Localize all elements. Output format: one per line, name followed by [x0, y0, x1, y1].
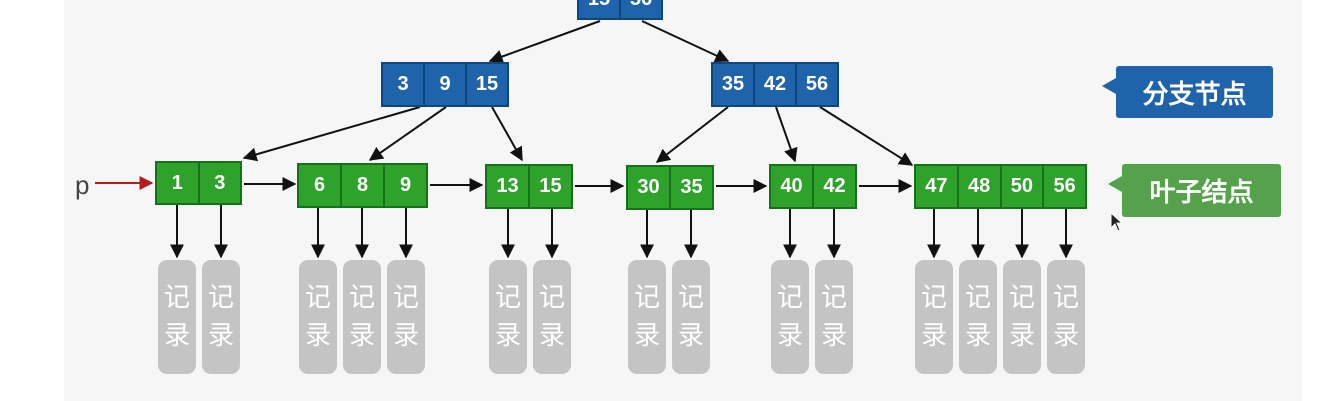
leaf-node-5: 40 42	[769, 164, 857, 209]
branch-node-callout: 分支节点	[1102, 66, 1273, 118]
leaf-key: 47	[925, 175, 948, 197]
leaf-node-4: 30 35	[626, 165, 714, 210]
leaf-node-3: 13 15	[485, 164, 573, 209]
leaf-key: 35	[669, 167, 712, 208]
root-key: 56	[619, 0, 661, 18]
branch-key: 9	[423, 64, 465, 105]
record-char: 记	[538, 283, 565, 313]
branch-to-leaf-arrow	[775, 106, 798, 163]
leaf-key: 9	[383, 165, 426, 206]
record-char: 记	[304, 283, 331, 313]
record-block: 记录	[1003, 260, 1041, 374]
root-to-branch-arrow	[641, 20, 730, 63]
leaf-key: 56	[1042, 166, 1085, 207]
leaf-node-6: 47 48 50 56	[914, 164, 1087, 209]
branch-key: 42	[753, 64, 795, 105]
leaf-key: 13	[496, 175, 519, 197]
record-char: 记	[776, 283, 803, 313]
record-char: 记	[820, 283, 847, 313]
record-char: 记	[494, 283, 521, 313]
branch-to-leaf-arrow	[491, 106, 523, 162]
record-char: 记	[392, 283, 419, 313]
root-node: 15 56	[577, 0, 663, 20]
record-char: 记	[677, 283, 704, 313]
record-char: 记	[163, 283, 190, 313]
mouse-cursor-icon	[1110, 212, 1124, 232]
leaf-key: 50	[999, 166, 1043, 207]
leaf-key: 1	[171, 171, 183, 194]
record-char: 录	[392, 321, 419, 351]
branch-to-leaf-arrow	[242, 106, 421, 162]
leaf-key: 3	[197, 163, 241, 203]
record-char: 记	[207, 283, 234, 313]
record-char: 录	[1008, 321, 1035, 351]
branch-key: 56	[795, 64, 837, 105]
record-block: 记录	[1047, 260, 1085, 374]
branch-key: 3	[397, 73, 409, 95]
record-block: 记录	[489, 260, 527, 374]
record-block: 记录	[672, 260, 710, 374]
root-to-branch-arrow	[488, 20, 601, 64]
record-char: 记	[633, 283, 660, 313]
branch-key: 15	[465, 64, 507, 105]
record-char: 录	[633, 321, 660, 351]
record-block: 记录	[771, 260, 809, 374]
record-block: 记录	[299, 260, 337, 374]
branch-node-left: 3 9 15	[381, 62, 509, 107]
record-char: 录	[677, 321, 704, 351]
record-char: 录	[494, 321, 521, 351]
record-char: 录	[920, 321, 947, 351]
branch-node-right: 35 42 56	[711, 62, 839, 107]
branch-to-leaf-arrow	[368, 106, 447, 161]
record-char: 录	[304, 321, 331, 351]
pointer-label: p	[75, 170, 90, 200]
record-block: 记录	[959, 260, 997, 374]
record-char: 记	[920, 283, 947, 313]
leaf-node-2: 6 8 9	[297, 163, 428, 208]
leaf-key: 40	[780, 175, 803, 197]
leaf-node-1: 1 3	[155, 161, 242, 205]
record-char: 录	[163, 321, 190, 351]
record-block: 记录	[628, 260, 666, 374]
branch-key: 35	[721, 73, 745, 95]
leaf-node-callout: 叶子结点	[1108, 164, 1281, 217]
branch-to-leaf-arrow	[819, 106, 914, 166]
leaf-key: 8	[340, 165, 383, 206]
record-char: 记	[1008, 283, 1035, 313]
record-char: 录	[820, 321, 847, 351]
record-char: 录	[964, 321, 991, 351]
leaf-key: 15	[528, 166, 571, 207]
root-key: 15	[579, 0, 619, 18]
record-block: 记录	[533, 260, 571, 374]
record-block: 记录	[387, 260, 425, 374]
record-block: 记录	[202, 260, 240, 374]
record-block: 记录	[343, 260, 381, 374]
record-char: 记	[1052, 283, 1079, 313]
branch-to-leaf-arrow	[655, 106, 729, 163]
record-char: 录	[348, 321, 375, 351]
record-block: 记录	[158, 260, 196, 374]
record-block: 记录	[815, 260, 853, 374]
record-char: 录	[1052, 321, 1079, 351]
leaf-key: 6	[313, 174, 326, 196]
record-char: 记	[964, 283, 991, 313]
leaf-key: 42	[812, 166, 855, 207]
leaf-key: 48	[956, 166, 1000, 207]
record-char: 录	[538, 321, 565, 351]
record-block: 记录	[915, 260, 953, 374]
record-char: 录	[776, 321, 803, 351]
record-char: 记	[348, 283, 375, 313]
record-char: 录	[207, 321, 234, 351]
leaf-key: 30	[637, 176, 660, 198]
